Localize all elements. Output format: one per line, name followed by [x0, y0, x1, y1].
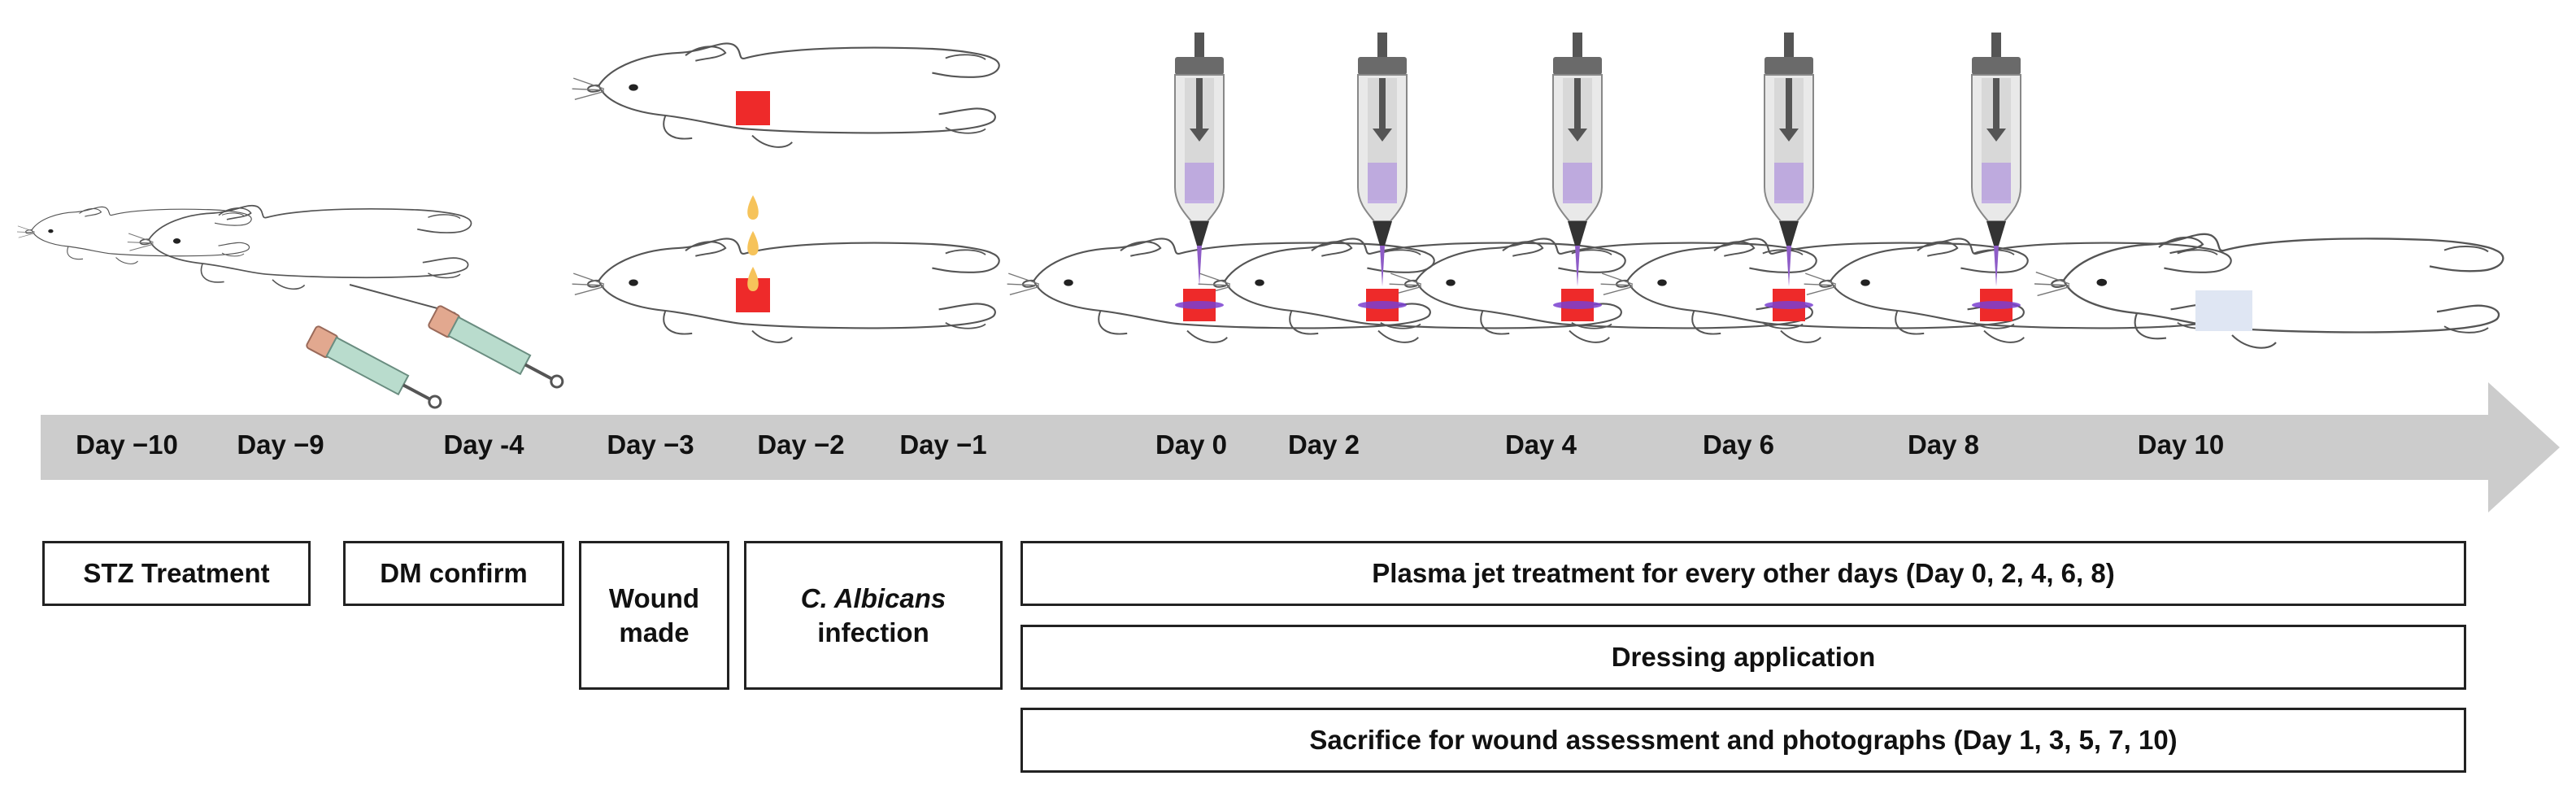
stz-treatment-label: STZ Treatment	[83, 558, 270, 589]
day-label: Day 8	[1907, 429, 1980, 460]
wound-square-icon	[736, 91, 770, 125]
dm-confirm-box: DM confirm	[343, 541, 564, 606]
syringe-icon	[306, 305, 568, 416]
infection-label: infection	[817, 617, 929, 647]
day-label: Day 10	[2137, 429, 2225, 460]
day-label: Day -4	[443, 429, 524, 460]
plasma-treatment-box: Plasma jet treatment for every other day…	[1020, 541, 2466, 606]
wound-made-box: Wound made	[579, 541, 729, 690]
stz-treatment-box: STZ Treatment	[42, 541, 311, 606]
day-label: Day 0	[1155, 429, 1228, 460]
day-label: Day 6	[1702, 429, 1775, 460]
infection-organism-label: C. Albicans	[800, 583, 946, 614]
mouse-illustration	[16, 204, 472, 314]
day-label: Day −9	[237, 429, 324, 460]
dm-confirm-label: DM confirm	[380, 558, 528, 589]
timeline-arrow	[41, 382, 2560, 512]
day-label: Day −10	[76, 429, 178, 460]
day-label: Day 4	[1504, 429, 1577, 460]
day-label: Day −3	[607, 429, 694, 460]
sacrifice-label: Sacrifice for wound assessment and photo…	[1309, 725, 2178, 756]
day-label: Day 2	[1287, 429, 1360, 460]
droplet-icon	[747, 195, 759, 291]
wound-made-line1: Wound	[608, 583, 700, 614]
day-label: Day −1	[899, 429, 987, 460]
sacrifice-box: Sacrifice for wound assessment and photo…	[1020, 708, 2466, 773]
mouse-illustration	[1006, 233, 2504, 349]
dressing-box: Dressing application	[1020, 625, 2466, 690]
dressing-label: Dressing application	[1611, 642, 1876, 673]
mouse-illustration	[571, 42, 1000, 343]
wound-made-line2: made	[619, 617, 690, 647]
dressing-patch-icon	[2195, 290, 2252, 331]
plasma-treatment-label: Plasma jet treatment for every other day…	[1372, 558, 2115, 589]
day-label: Day −2	[757, 429, 845, 460]
infection-box: C. Albicans infection	[744, 541, 1003, 690]
